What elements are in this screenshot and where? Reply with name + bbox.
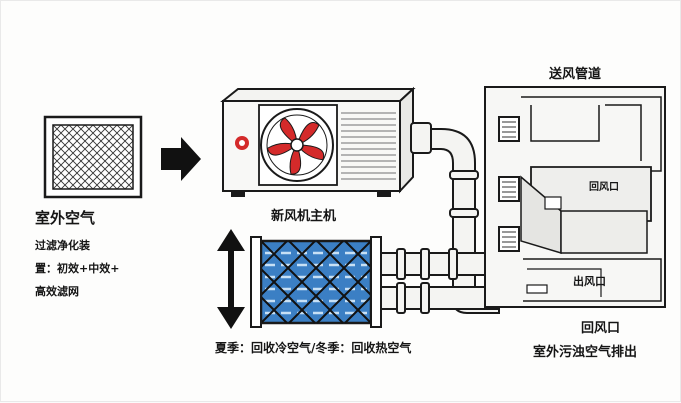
filter-desc-line3: 高效滤网 bbox=[35, 285, 79, 298]
outlet-vent-label: 出风口 bbox=[573, 275, 606, 288]
brand-logo-icon bbox=[235, 136, 249, 150]
outdoor-air-label: 室外空气 bbox=[35, 209, 96, 227]
season-note-label: 夏季：回收冷空气/冬季：回收热空气 bbox=[215, 341, 412, 355]
filter-icon bbox=[43, 115, 143, 199]
fan-icon bbox=[260, 108, 334, 182]
arrow-right-icon bbox=[161, 137, 201, 181]
building-icon bbox=[484, 86, 666, 308]
fan-blade bbox=[295, 144, 325, 161]
filter-desc-line2: 置：初效+中效+ bbox=[35, 262, 120, 275]
main-unit-label: 新风机主机 bbox=[271, 209, 337, 224]
supply-duct-pipe bbox=[372, 122, 500, 314]
heat-exchanger-icon bbox=[250, 236, 382, 328]
fan-blade bbox=[279, 117, 298, 147]
return-vent-label: 回风口 bbox=[581, 321, 621, 336]
room-return-vent-label: 回风口 bbox=[589, 182, 619, 193]
fan-blade bbox=[266, 142, 299, 156]
filter-desc-line1: 过滤净化装 bbox=[35, 239, 90, 252]
exhaust-note-label: 室外污浊空气排出 bbox=[533, 345, 638, 360]
supply-duct-label: 送风管道 bbox=[549, 67, 602, 82]
fan-blade bbox=[296, 122, 320, 146]
fan-blade bbox=[289, 143, 302, 175]
double-arrow-vertical-icon bbox=[217, 229, 245, 329]
